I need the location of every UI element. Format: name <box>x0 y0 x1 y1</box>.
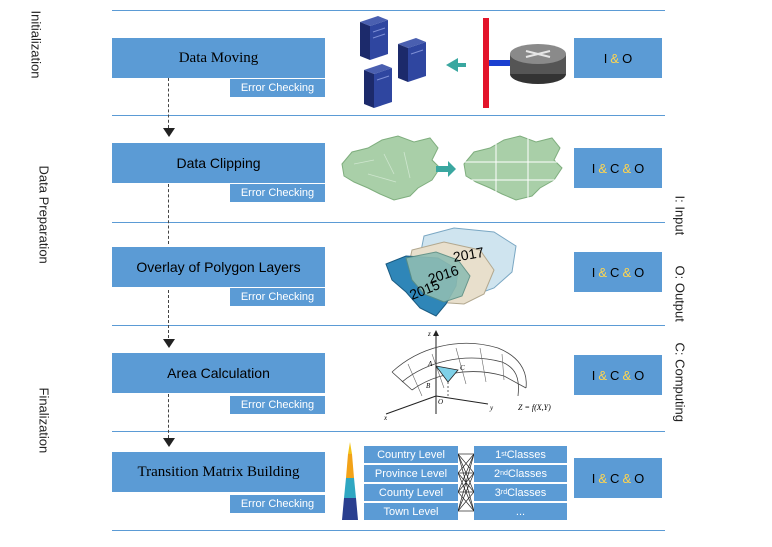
error-checking-label: Error Checking <box>230 495 325 513</box>
io-token: O <box>634 160 645 176</box>
io-token: I <box>591 160 596 176</box>
io-badge: I & C & O <box>574 252 662 292</box>
separator-line <box>112 325 665 326</box>
class-num: ... <box>515 505 526 518</box>
io-token: I <box>603 50 608 66</box>
level-county: County Level <box>364 484 458 501</box>
io-token: I <box>591 367 596 383</box>
level-country: Country Level <box>364 446 458 463</box>
io-badge: I & C & O <box>574 148 662 188</box>
clip-arrow-icon <box>436 161 456 177</box>
separator-line <box>112 222 665 223</box>
class-text: Classes <box>506 448 546 461</box>
io-badge: I & C & O <box>574 355 662 395</box>
io-token: O <box>634 470 645 486</box>
level-class-links <box>458 453 474 512</box>
flow-connector <box>168 78 169 128</box>
legend-computing: C: Computing <box>672 342 688 422</box>
separator-line <box>112 530 665 531</box>
surface-point-a: A <box>427 360 433 368</box>
flow-arrowhead <box>163 339 175 348</box>
class-num: 3 <box>494 486 501 499</box>
io-token: I <box>591 264 596 280</box>
server-icon <box>360 16 426 108</box>
class-num: 2 <box>493 467 501 480</box>
surface-point-b: B <box>426 382 431 390</box>
legend-input: I: Input <box>672 195 688 236</box>
level-town: Town Level <box>364 503 458 520</box>
io-token: O <box>634 264 645 280</box>
class-num: 1 <box>495 448 502 461</box>
china-map-icon <box>341 135 441 201</box>
class-item: ... <box>474 503 567 520</box>
error-checking-label: Error Checking <box>230 288 325 306</box>
surface-plot-icon: z x y A B C O Z = f(X,Y) <box>383 330 551 422</box>
flow-arrowhead <box>163 438 175 447</box>
io-token: C <box>610 264 620 280</box>
surface-axis-x: x <box>383 414 388 422</box>
surface-axis-y: y <box>489 404 494 412</box>
io-token: C <box>610 470 620 486</box>
class-text: Classes <box>507 467 548 480</box>
io-token: I <box>591 470 596 486</box>
flow-connector <box>168 290 169 338</box>
stage-data-moving: Data Moving <box>112 38 325 78</box>
io-token: & <box>622 470 632 486</box>
io-badge: I & C & O <box>574 458 662 498</box>
phase-label-initialization: Initialization <box>28 10 44 79</box>
surface-axis-z: z <box>427 330 431 338</box>
io-token: O <box>634 367 645 383</box>
year-label-2017: 2017 <box>452 244 486 265</box>
legend-output: O: Output <box>672 265 688 322</box>
io-token: & <box>598 470 608 486</box>
stage-area-calculation: Area Calculation <box>112 353 325 393</box>
io-badge: I & O <box>574 38 662 78</box>
class-sup: nd <box>500 470 508 477</box>
level-province: Province Level <box>364 465 458 482</box>
class-text: Classes <box>507 486 547 499</box>
surface-origin: O <box>438 398 443 406</box>
class-sup: st <box>501 451 507 458</box>
io-token: & <box>622 264 632 280</box>
polygon-overlay-icon: 2017 2016 2015 <box>385 227 517 317</box>
stage-overlay-polygon-layers: Overlay of Polygon Layers <box>112 247 325 287</box>
io-token: & <box>622 160 632 176</box>
class-sup: rd <box>500 489 508 496</box>
surface-point-c: C <box>460 364 465 372</box>
pyramid-icon <box>342 442 358 520</box>
flow-connector <box>168 184 169 244</box>
flow-arrowhead <box>163 128 175 137</box>
separator-line <box>112 10 665 11</box>
error-checking-label: Error Checking <box>230 184 325 202</box>
io-token: & <box>610 50 620 66</box>
phase-label-finalization: Finalization <box>36 387 52 454</box>
io-token: & <box>598 264 608 280</box>
flow-connector <box>168 394 169 438</box>
io-token: C <box>610 367 620 383</box>
separator-line <box>112 115 665 116</box>
surface-formula: Z = f(X,Y) <box>518 403 551 412</box>
stage-data-clipping: Data Clipping <box>112 143 325 183</box>
separator-line <box>112 431 665 432</box>
phase-label-data-preparation: Data Preparation <box>36 165 52 264</box>
error-checking-label: Error Checking <box>230 396 325 414</box>
stage-transition-matrix-building: Transition Matrix Building <box>112 452 325 492</box>
io-token: O <box>622 50 633 66</box>
io-token: & <box>598 367 608 383</box>
china-map-icon <box>463 135 563 201</box>
io-token: & <box>598 160 608 176</box>
router-icon <box>483 18 566 108</box>
error-checking-label: Error Checking <box>230 79 325 97</box>
io-token: & <box>622 367 632 383</box>
io-token: C <box>610 160 620 176</box>
transfer-arrow-icon <box>446 58 466 72</box>
